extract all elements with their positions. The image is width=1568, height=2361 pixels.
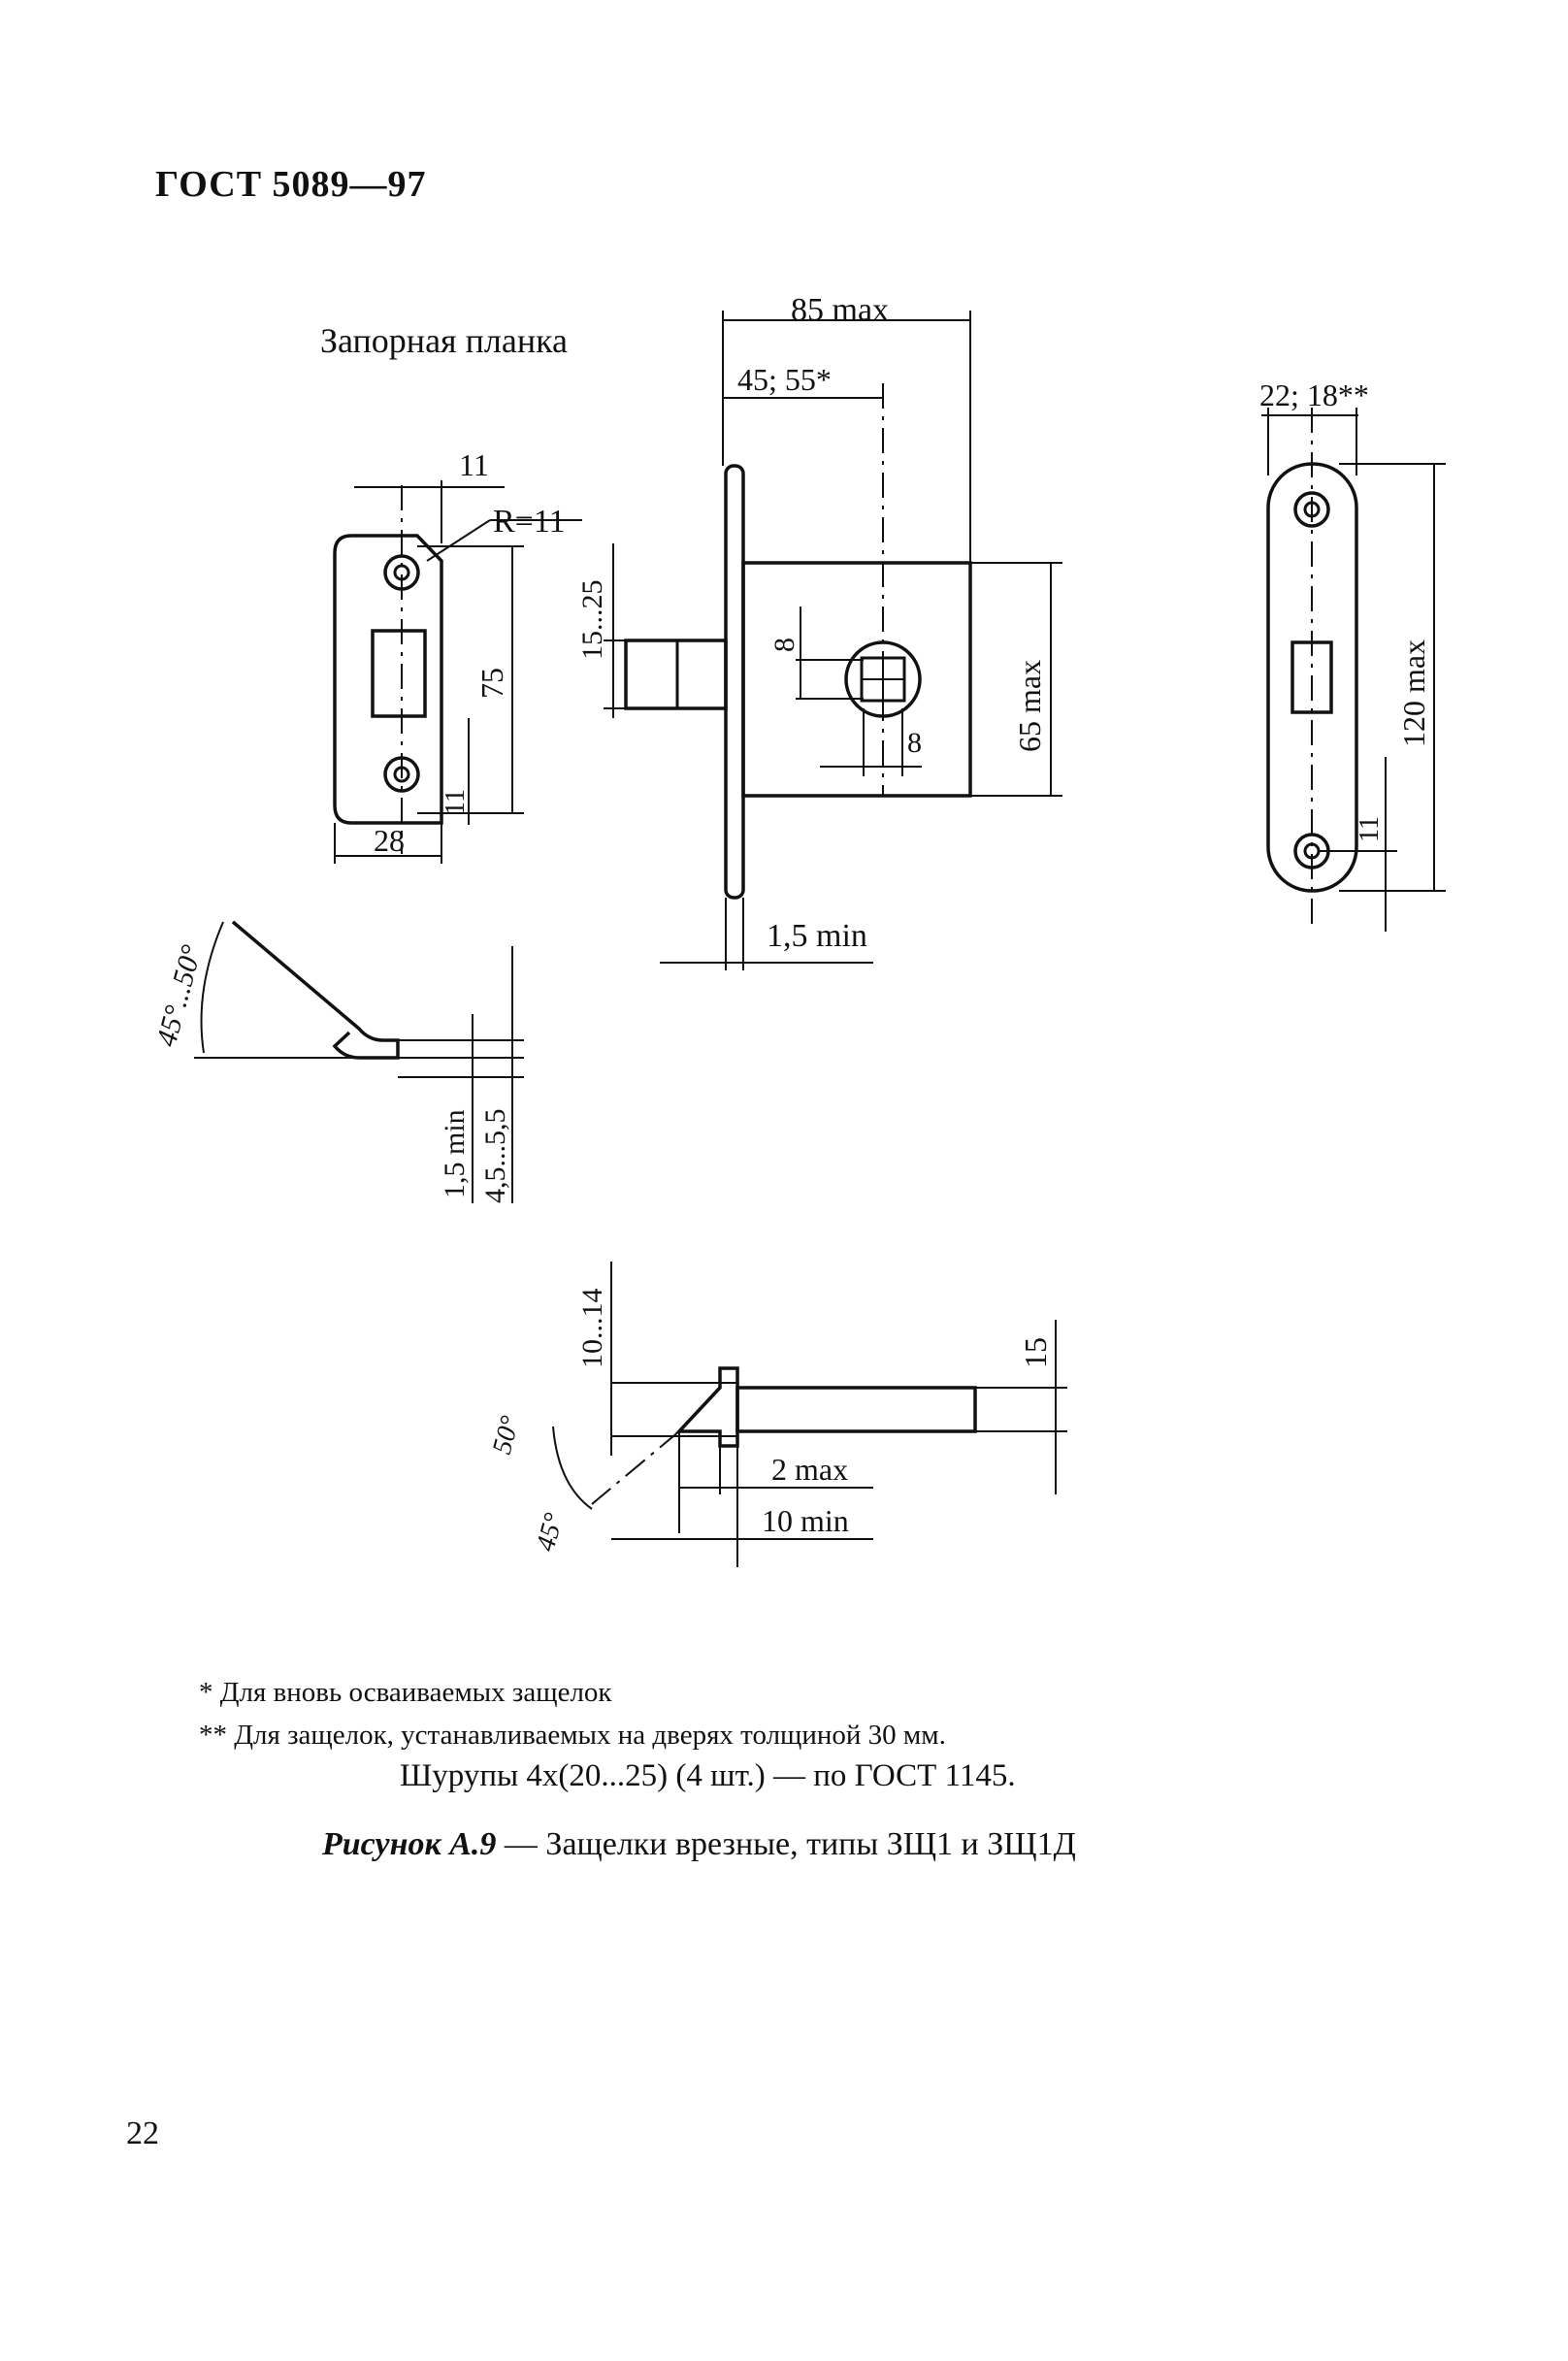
dim-r11: R=11 [493,504,566,540]
dim-2-max: 2 max [771,1452,848,1487]
footnotes: * Для вновь осваиваемых защелок ** Для з… [199,1671,946,1756]
latch-faceplate [724,464,745,900]
figure-caption: Рисунок А.9 — Защелки врезные, типы ЗЩ1 … [322,1826,1076,1863]
dim-10-14: 10...14 [576,1289,608,1369]
strike-plate-outline [333,534,443,825]
footnote-1: * Для вновь осваиваемых защелок [199,1677,612,1708]
spindle-hole [844,640,922,718]
dim-65-max: 65 max [1012,660,1047,752]
dim-45-55: 45; 55* [737,362,832,397]
dim-11-top: 11 [459,447,489,482]
dim-8-horizontal: 8 [907,727,922,759]
dim-120-max: 120 max [1396,639,1431,747]
latch-opening [371,629,427,718]
dim-angle-50: 50° [487,1413,526,1458]
figure-label: Рисунок А.9 [322,1826,497,1862]
dim-1-5-min-vertical: 1,5 min [439,1109,471,1198]
dim-1-5-min: 1,5 min [767,918,867,954]
dim-angle-45-50: 45°...50° [150,941,208,1049]
strike-plate-view: Запорная планка 11 R=11 75 11 28 [320,321,582,864]
dim-11-left: 11 [441,789,471,815]
dim-15-25: 15...25 [576,580,608,661]
dim-85-max: 85 max [791,292,889,328]
page-number: 22 [126,2115,159,2151]
document-header: ГОСТ 5089—97 [155,164,427,205]
latch-case [741,561,972,798]
dim-angle-45: 45° [531,1510,570,1555]
dim-22-18: 22; 18** [1259,377,1369,412]
latch-body-view: 85 max 45; 55* 15...25 8 8 65 max [576,292,1062,970]
strike-plate-title: Запорная планка [320,321,568,360]
strike-plate-section: 45°...50° 1,5 min 4,5...5,5 [150,920,524,1204]
dim-8-vertical: 8 [768,638,800,652]
figure-title: — Защелки врезные, типы ЗЩ1 и ЗЩ1Д [496,1826,1076,1862]
dim-11-right: 11 [1355,816,1385,842]
dim-75: 75 [474,668,509,699]
dim-28: 28 [374,823,405,858]
bolt-shaft [735,1386,977,1433]
dim-10-min: 10 min [762,1503,849,1538]
dim-4-5-5-5: 4,5...5,5 [479,1109,511,1204]
dim-15: 15 [1018,1337,1053,1368]
bolt-detail-view: 10...14 15 50° 45° 2 max 10 min [487,1262,1067,1567]
faceplate-screw-top [1293,491,1330,528]
faceplate-front-view: 22; 18** 120 max 11 [1259,377,1446,932]
screws-note: Шурупы 4х(20...25) (4 шт.) — по ГОСТ 114… [400,1758,1016,1793]
footnote-2: ** Для защелок, устанавливаемых на дверя… [199,1720,946,1751]
